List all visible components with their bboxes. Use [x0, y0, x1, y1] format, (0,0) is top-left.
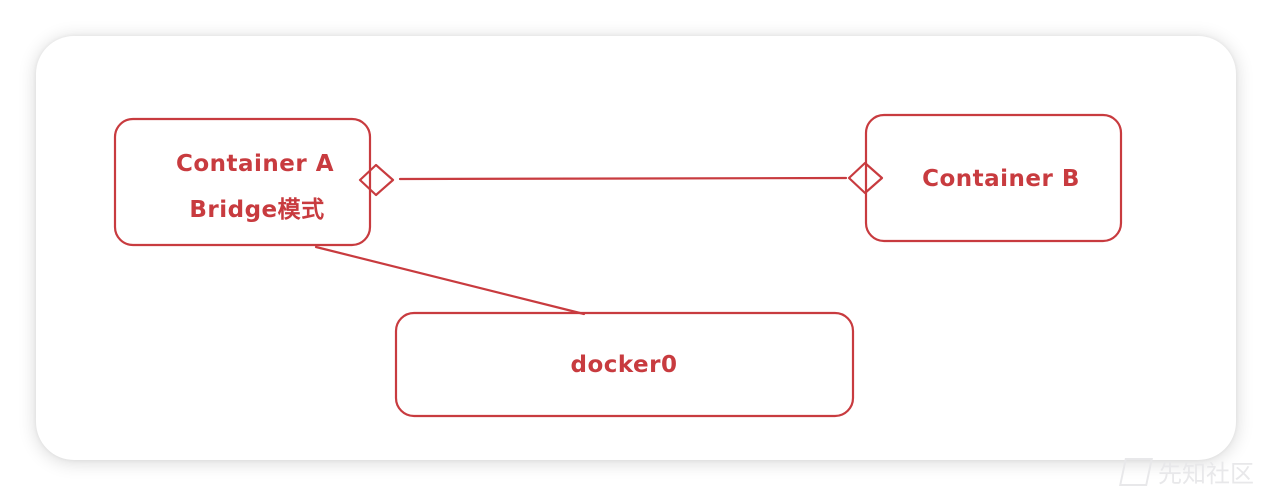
- container-a-mode-label: Bridge模式: [189, 197, 324, 223]
- container-b-box[interactable]: [864, 113, 1123, 243]
- diamond-marker-b-icon: [847, 161, 884, 195]
- xianzhi-logo-icon: [1119, 458, 1153, 486]
- diagram-card: [36, 36, 1236, 460]
- diamond-marker-a-icon: [358, 163, 395, 197]
- container-a-box[interactable]: [113, 117, 372, 247]
- container-b-label: Container B: [922, 166, 1080, 192]
- connector-a-to-docker0: [314, 245, 586, 316]
- docker0-box[interactable]: [394, 311, 855, 418]
- docker0-label: docker0: [570, 352, 677, 378]
- watermark: 先知社区: [1074, 458, 1254, 488]
- watermark-text: 先知社区: [1158, 460, 1254, 488]
- container-a-label: Container A: [176, 151, 334, 177]
- connector-a-to-b: [398, 176, 848, 181]
